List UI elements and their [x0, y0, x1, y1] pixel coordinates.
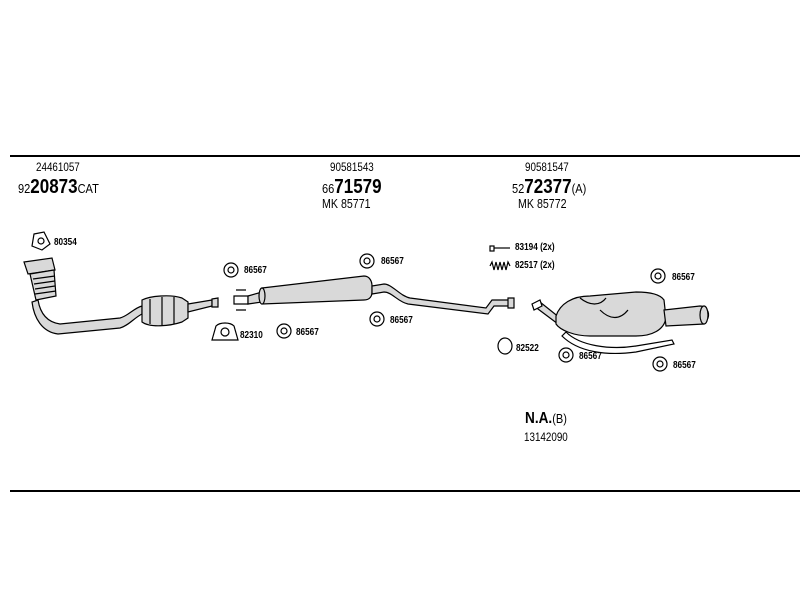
rubber-hanger-icon-e [650, 268, 666, 284]
na-code: N.A.(B) [525, 411, 567, 427]
section-1-suffix: CAT [77, 181, 99, 196]
spring-icon-82517 [489, 260, 511, 271]
na-part-number: 13142090 [524, 430, 568, 444]
section-2-code: 6671579 [322, 177, 382, 197]
centre-silencer [233, 275, 515, 315]
callout-82522: 82522 [516, 343, 539, 354]
section-1-main-code: 20873 [30, 176, 78, 198]
rubber-hanger-icon-f [558, 347, 574, 363]
callout-86567-b: 86567 [296, 327, 319, 338]
callout-82517: 82517 (2x) [515, 260, 555, 271]
callout-86567-d: 86567 [390, 315, 413, 326]
section-3-code: 5272377(A) [512, 177, 586, 197]
callout-86567-f: 86567 [579, 351, 602, 362]
gasket-icon-80354 [31, 231, 51, 251]
callout-82310: 82310 [240, 330, 263, 341]
section-1-code: 9220873CAT [18, 177, 99, 197]
rubber-hanger-icon-c [359, 253, 375, 269]
rubber-hanger-icon-b [276, 323, 292, 339]
section-3-suffix: (A) [571, 181, 587, 196]
section-3-main-code: 72377 [524, 176, 572, 198]
front-pipe-catalytic-converter [23, 257, 219, 335]
rear-silencer [531, 291, 710, 355]
section-2-main-code: 71579 [334, 176, 382, 198]
section-1-prefix: 92 [18, 181, 31, 196]
bolt-icon-83194 [489, 245, 510, 252]
section-3-kit: MK 85772 [518, 196, 567, 211]
callout-86567-g: 86567 [673, 360, 696, 371]
callout-83194: 83194 (2x) [515, 242, 555, 253]
section-3-part-number: 90581547 [525, 160, 569, 174]
section-3-prefix: 52 [512, 181, 525, 196]
rubber-hanger-icon-g [652, 356, 668, 372]
section-2-prefix: 66 [322, 181, 335, 196]
clamp-icon-82310 [211, 322, 239, 341]
callout-86567-e: 86567 [672, 272, 695, 283]
callout-86567-a: 86567 [244, 265, 267, 276]
ring-gasket-icon-82522 [497, 337, 513, 355]
na-code-main: N.A. [525, 410, 553, 427]
section-2-part-number: 90581543 [330, 160, 374, 174]
section-1-part-number: 24461057 [36, 160, 80, 174]
callout-86567-c: 86567 [381, 256, 404, 267]
callout-80354: 80354 [54, 237, 77, 248]
section-2-kit: MK 85771 [322, 196, 371, 211]
rubber-hanger-icon-a [223, 262, 239, 278]
na-code-suffix: (B) [552, 411, 567, 426]
rubber-hanger-icon-d [369, 311, 385, 327]
